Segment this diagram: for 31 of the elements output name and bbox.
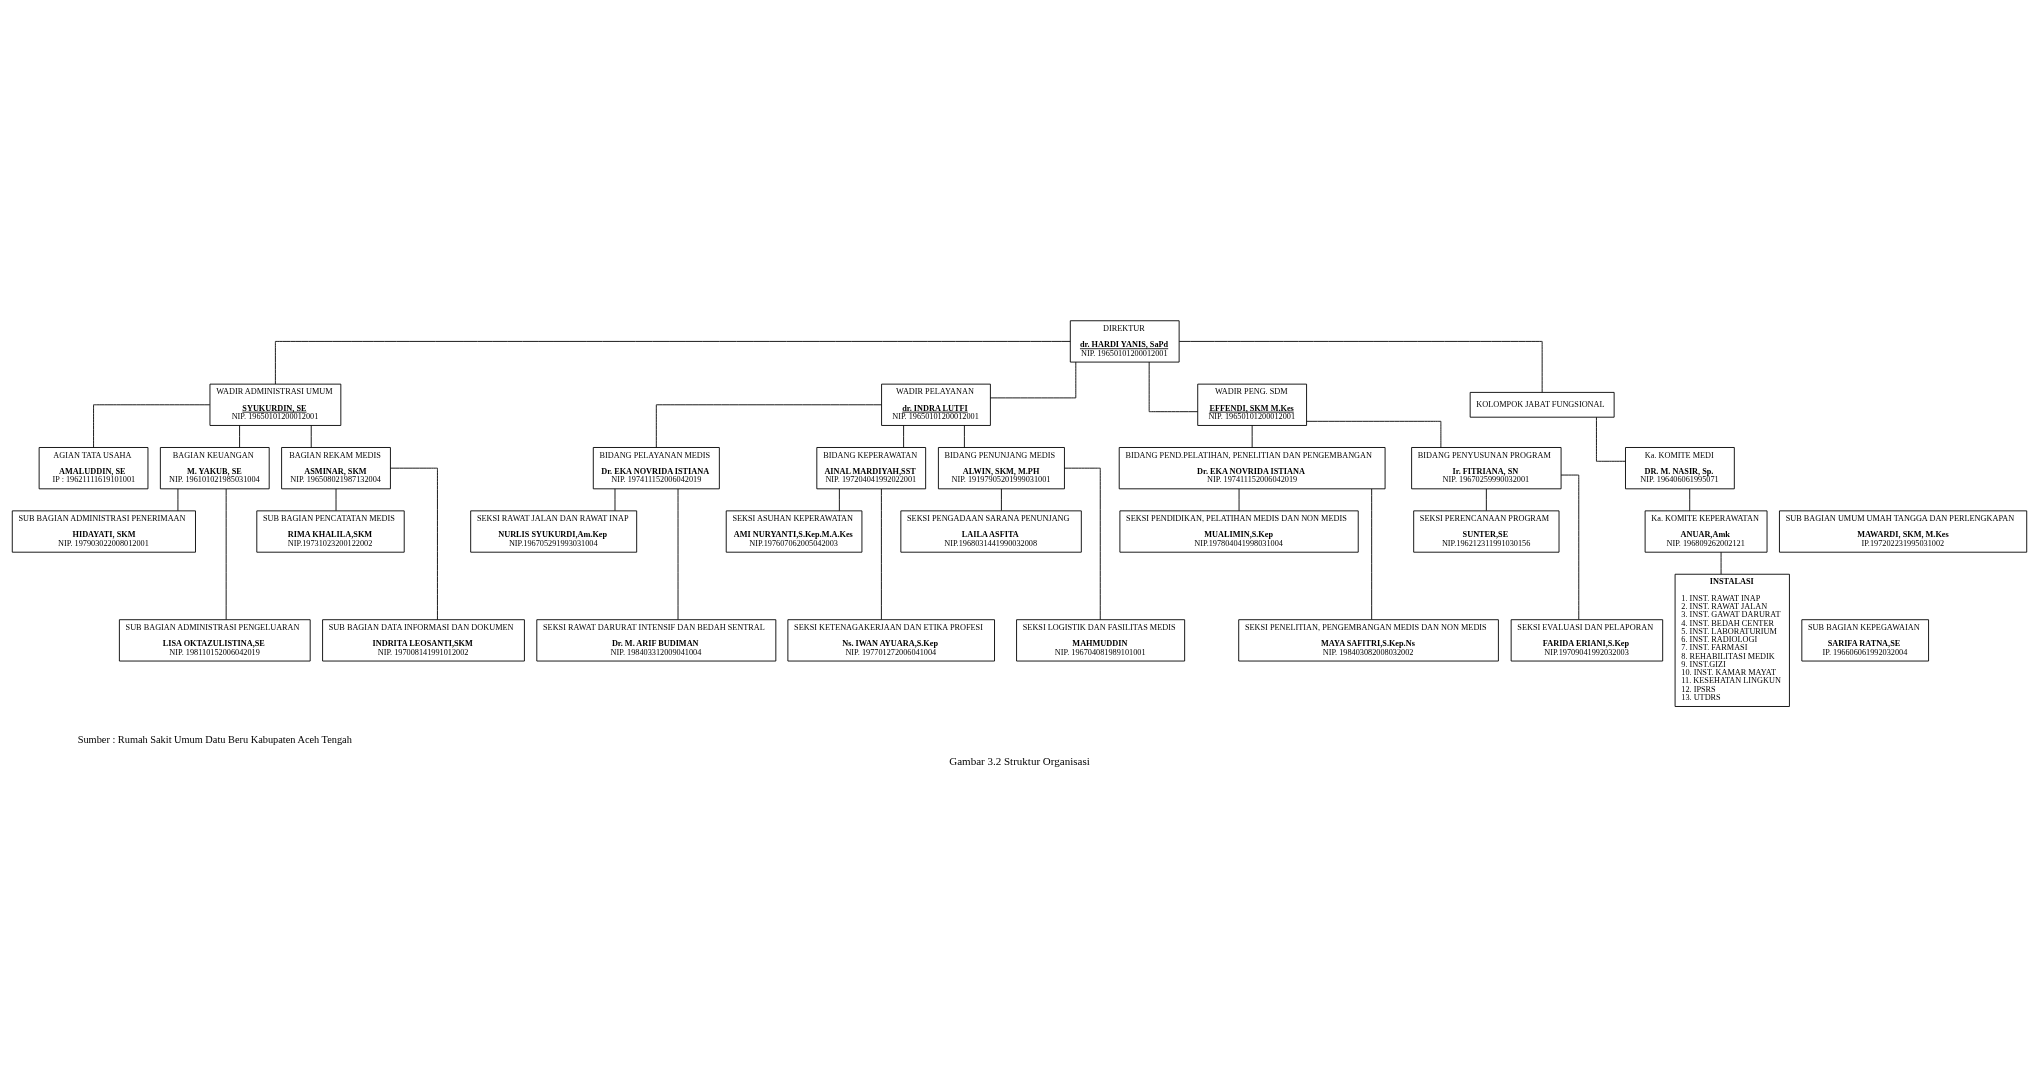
connector — [1371, 488, 1373, 620]
connector — [1064, 467, 1101, 620]
connector — [390, 467, 438, 620]
connector — [335, 487, 337, 511]
connector — [1560, 474, 1580, 620]
connector — [963, 424, 965, 448]
connector — [1251, 424, 1253, 448]
label: Sumber : Rumah Sakit Umum Datu Beru Kabupaten Aceh Tengah — [77, 733, 352, 745]
connector — [1000, 487, 1002, 511]
connector — [990, 361, 1077, 398]
connector — [880, 488, 882, 620]
connector — [310, 424, 312, 448]
connector — [838, 487, 840, 511]
connector — [274, 340, 1071, 384]
connector — [1306, 420, 1442, 448]
connector — [655, 403, 882, 448]
connector — [903, 424, 905, 448]
connector — [677, 488, 679, 620]
connector — [1485, 487, 1487, 511]
connector — [1689, 487, 1691, 511]
connector — [225, 488, 227, 620]
connector — [1238, 487, 1240, 511]
connector — [1148, 361, 1199, 412]
connector — [1178, 340, 1543, 393]
caption: Gambar 3.2 Struktur Organisasi — [949, 754, 1090, 767]
connector — [1596, 416, 1626, 462]
connector — [239, 424, 241, 448]
connector — [614, 487, 616, 511]
connector — [177, 487, 179, 511]
connector — [1720, 551, 1722, 575]
connector — [93, 403, 211, 448]
